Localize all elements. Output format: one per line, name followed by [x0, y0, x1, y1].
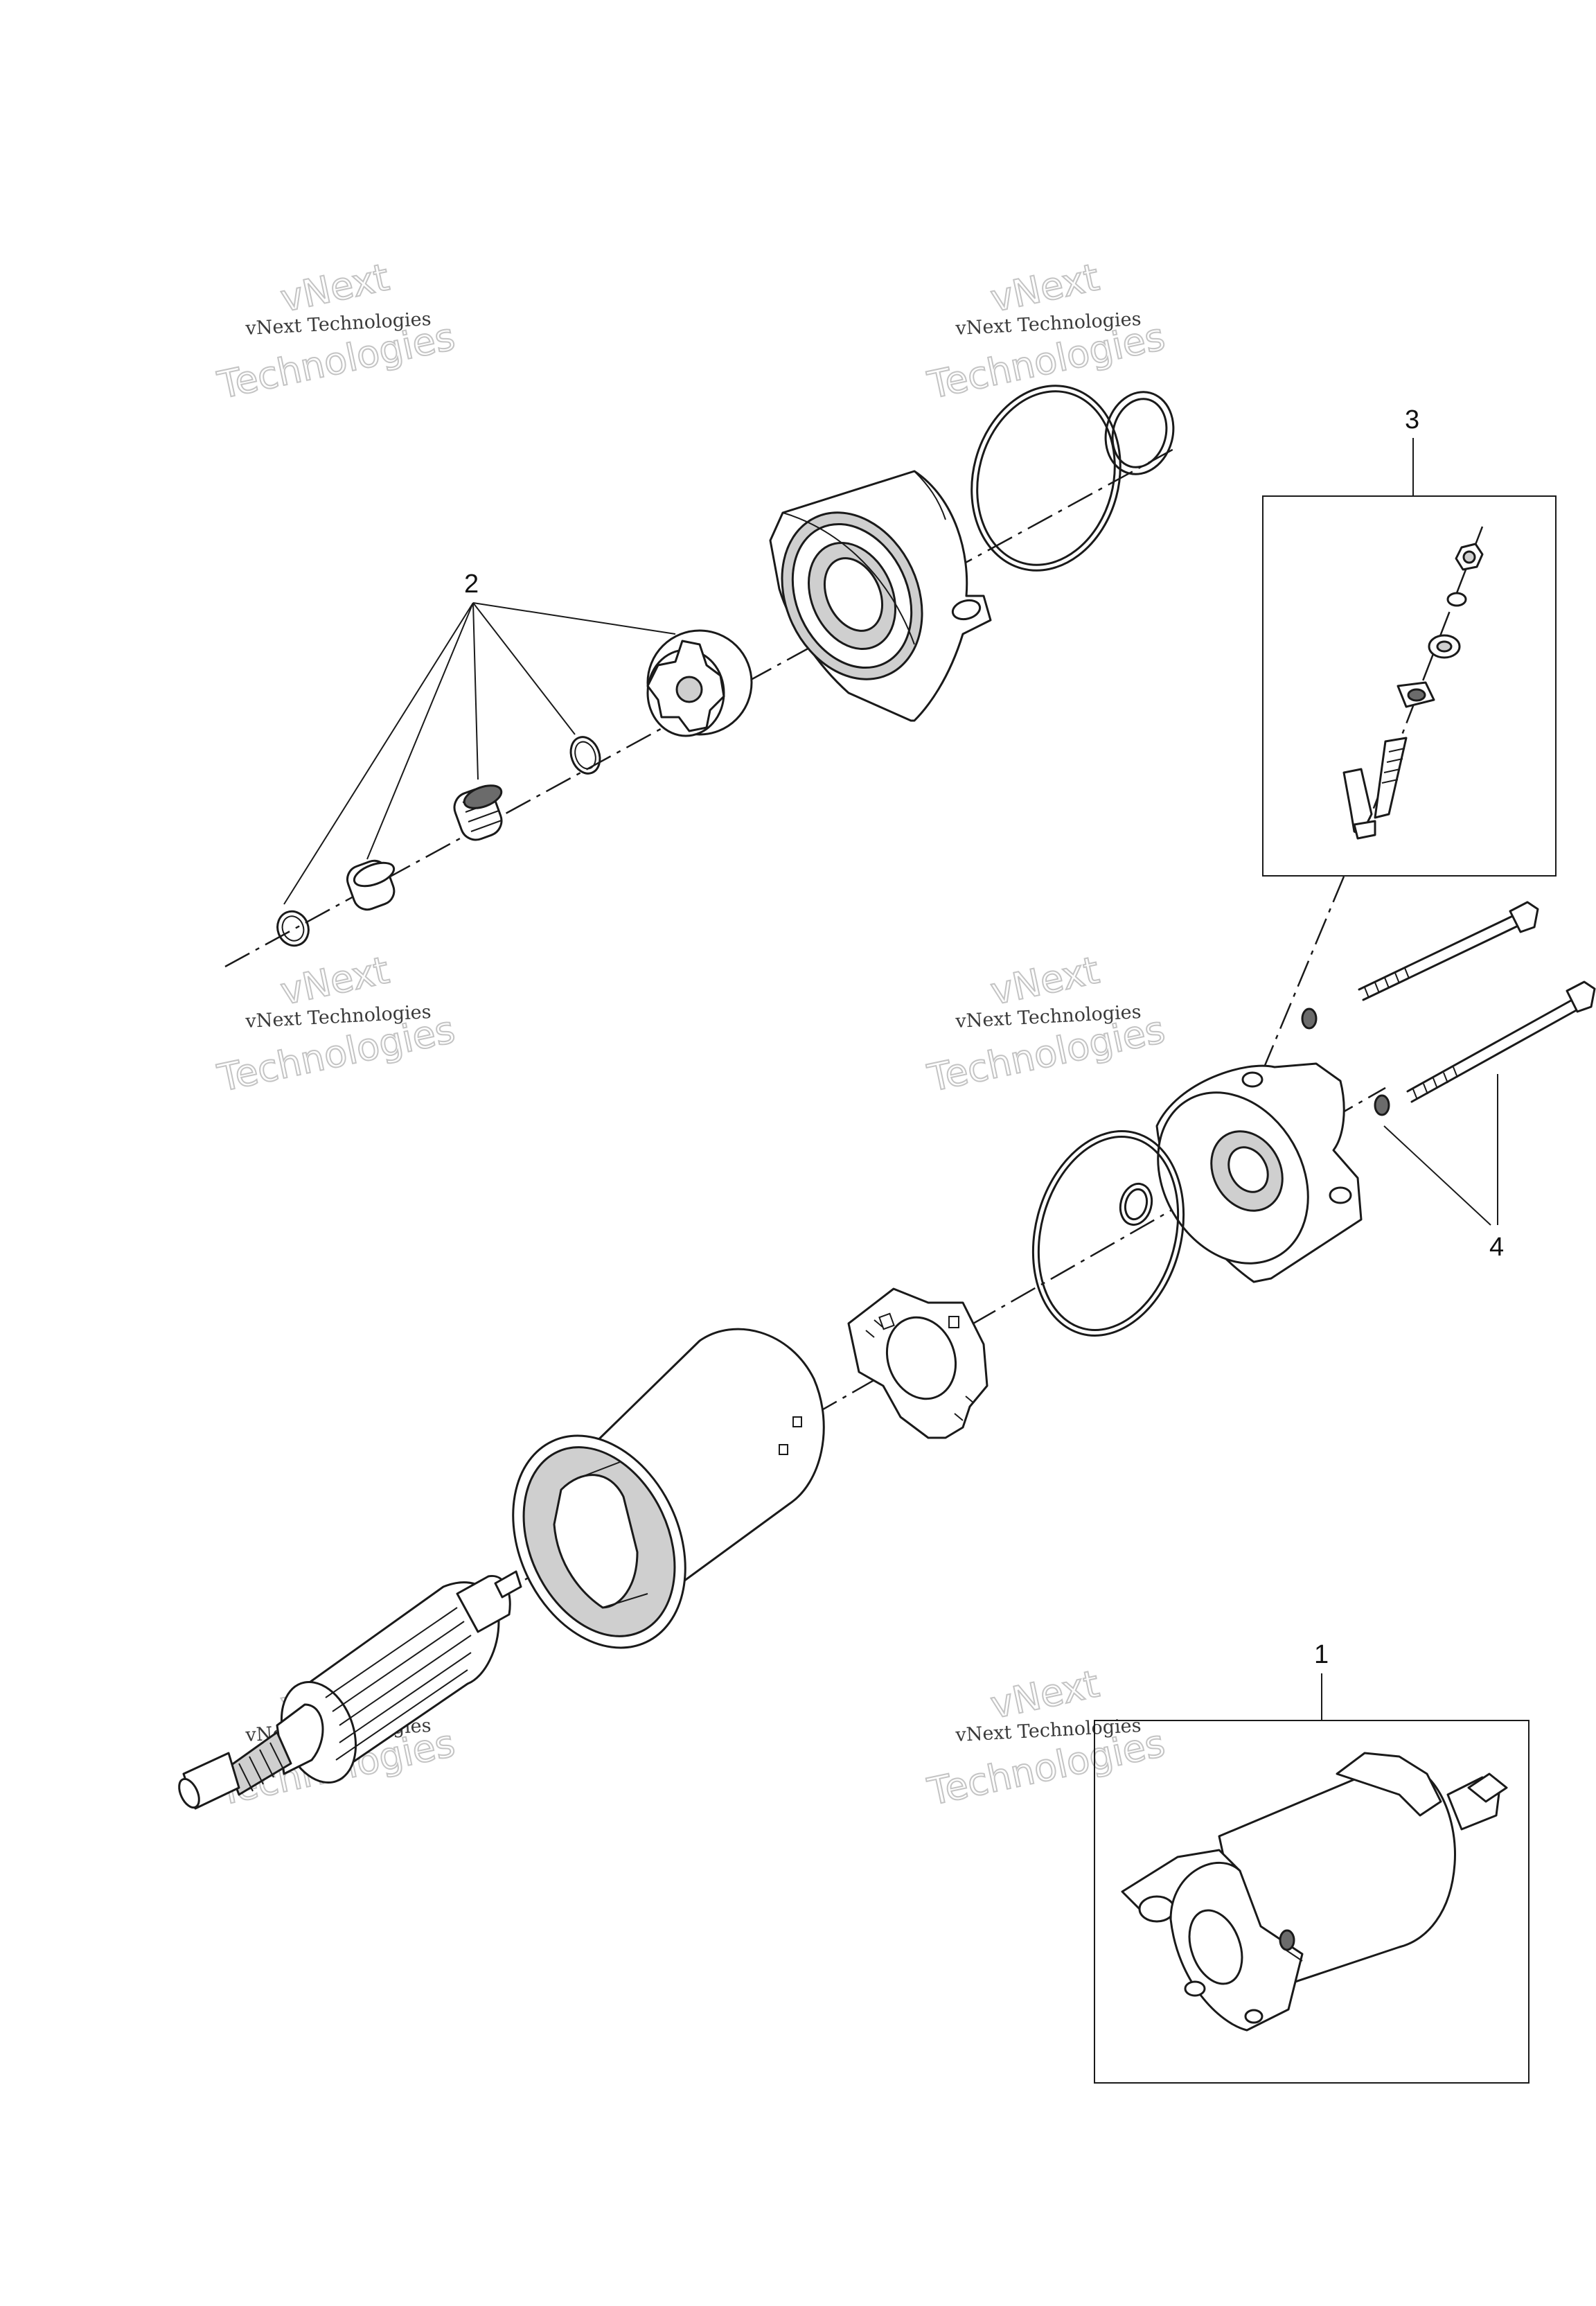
- yoke: [512, 1328, 825, 1649]
- callout-2: 2: [464, 570, 479, 599]
- callout-3: 3: [1405, 405, 1419, 434]
- commutator-end-housing: [1155, 1062, 1363, 1283]
- o-ring-mid-large: [1031, 1130, 1185, 1337]
- drive-end-housing: [769, 470, 992, 722]
- watermark: vNext Technologies vNext Technologies: [923, 1661, 1169, 1815]
- assembly-axis-upper: [224, 446, 1178, 968]
- snap-ring: [276, 910, 310, 947]
- sleeve: [346, 859, 396, 911]
- lock-washer-lower: [1374, 1094, 1390, 1116]
- watermark: vNext Technologies vNext Technologies: [923, 254, 1169, 408]
- pinion-gear: [646, 629, 753, 737]
- brush-plate: [847, 1287, 988, 1439]
- watermark-group: vNext Technologies vNext Technologies vN…: [213, 254, 1169, 1815]
- through-bolt-upper: [1358, 901, 1539, 1001]
- o-ring-large-inner: [976, 390, 1116, 566]
- kit-3-axis: [1263, 876, 1345, 1068]
- o-ring-mid-small: [1119, 1182, 1153, 1226]
- kit-box-1: [1094, 1720, 1530, 2084]
- kit-box-3: [1262, 495, 1557, 877]
- through-bolt-lower: [1406, 980, 1596, 1103]
- lock-washer-upper: [1301, 1007, 1318, 1030]
- watermark: vNext Technologies vNext Technologies: [923, 947, 1169, 1101]
- callout-4: 4: [1489, 1233, 1504, 1262]
- o-ring-small: [1104, 391, 1175, 475]
- o-ring-large: [970, 385, 1121, 572]
- callout-1: 1: [1314, 1640, 1329, 1669]
- callout-2-leaders: [283, 602, 676, 905]
- spring: [453, 784, 503, 841]
- callout-4-leader: [1383, 1125, 1491, 1226]
- watermark: vNext Technologies vNext Technologies: [213, 254, 459, 408]
- armature: [178, 1570, 522, 1810]
- terminal-hardware: [1342, 526, 1484, 840]
- o-ring-small-inner: [1111, 398, 1168, 468]
- watermark: vNext Technologies vNext Technologies: [213, 947, 459, 1101]
- washer: [569, 736, 601, 775]
- starter-motor-assembly: [1121, 1752, 1508, 2032]
